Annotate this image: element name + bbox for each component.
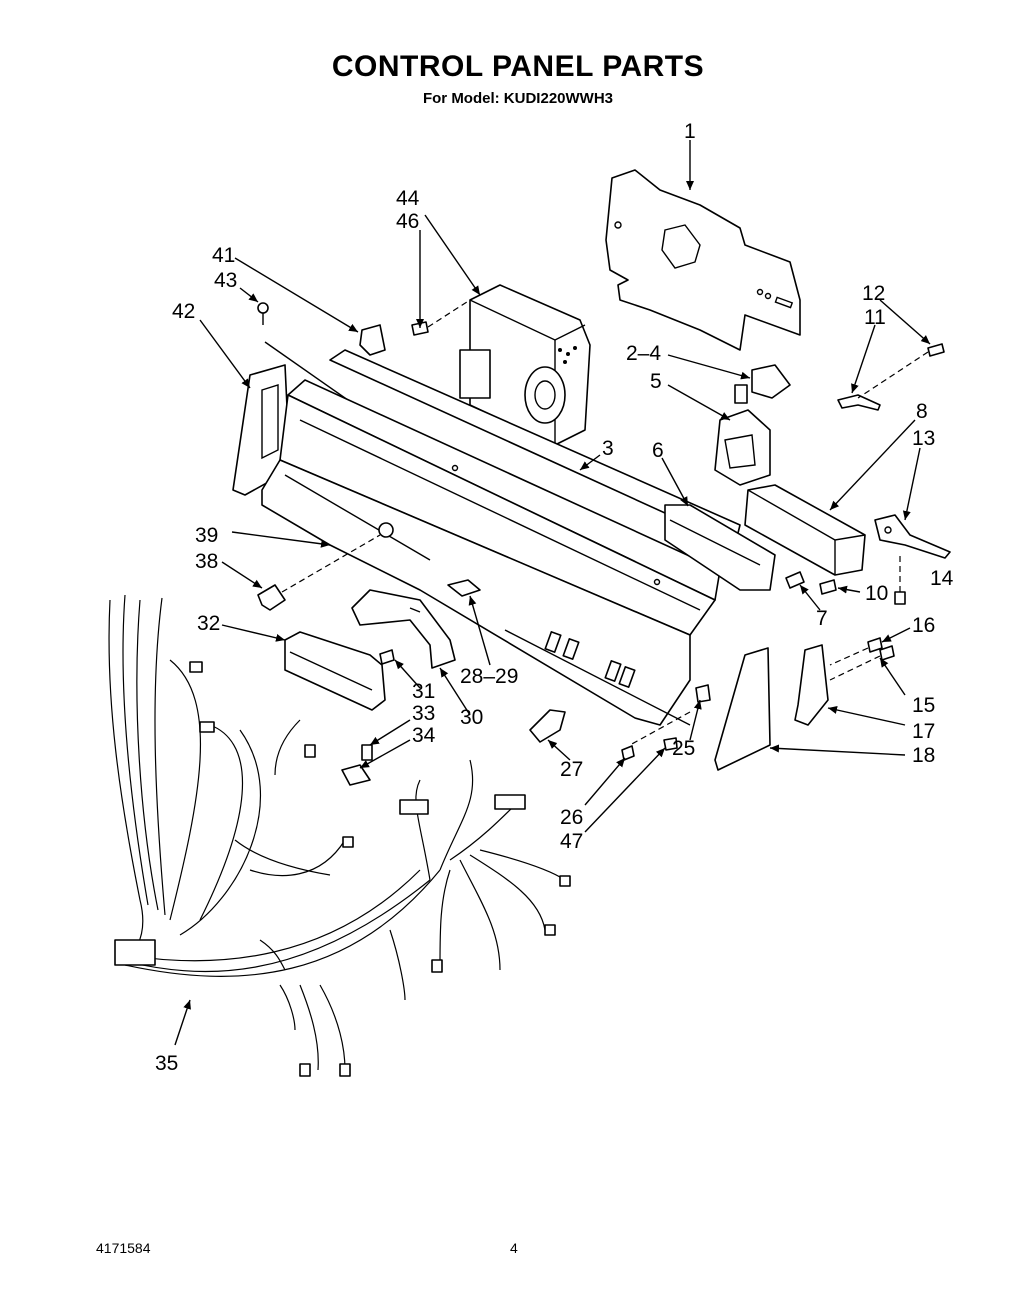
label-17: 17 <box>912 720 935 743</box>
part-31-screw <box>379 649 395 665</box>
label-42: 42 <box>172 300 195 323</box>
label-27: 27 <box>560 758 583 781</box>
part-43-screw <box>257 302 356 406</box>
label-14: 14 <box>930 567 954 590</box>
part-13-lever <box>874 514 951 559</box>
label-7: 7 <box>816 607 828 630</box>
label-13: 13 <box>912 427 935 450</box>
label-41: 41 <box>212 244 235 267</box>
label-16: 16 <box>912 614 935 637</box>
label-25: 25 <box>672 737 695 760</box>
label-47: 47 <box>560 830 583 853</box>
label-15: 15 <box>912 694 935 717</box>
label-6: 6 <box>652 439 664 462</box>
label-33: 33 <box>412 702 435 725</box>
label-32: 32 <box>197 612 220 635</box>
label-43: 43 <box>214 269 237 292</box>
label-8: 8 <box>916 400 928 423</box>
document-number: 4171584 <box>96 1240 151 1256</box>
label-39: 39 <box>195 524 218 547</box>
model-subtitle: For Model: KUDI220WWH3 <box>422 90 613 107</box>
part-5-switch-cover <box>714 384 771 486</box>
label-38: 38 <box>195 550 218 573</box>
part-27-button <box>529 709 566 743</box>
part-16-screw <box>829 637 883 666</box>
part-47-nut <box>663 737 678 751</box>
label-1: 1 <box>684 120 696 143</box>
part-33-screw <box>361 744 373 761</box>
label-2-4: 2–4 <box>626 342 661 365</box>
label-3: 3 <box>602 437 614 460</box>
label-31: 31 <box>412 680 435 703</box>
label-11: 11 <box>864 306 886 329</box>
label-26: 26 <box>560 806 583 829</box>
part-25-clip <box>629 684 711 746</box>
part-1-back-plate <box>605 169 801 351</box>
label-44: 44 <box>396 187 420 210</box>
part-3-console-panel <box>261 349 741 726</box>
part-17-bracket <box>794 644 829 726</box>
part-7-screw <box>785 571 805 589</box>
part-2-4-switch <box>751 364 791 399</box>
part-10-screw <box>819 579 837 595</box>
part-12-screw <box>857 343 945 399</box>
part-35-wire-harness <box>108 594 571 1077</box>
part-38-knob <box>257 534 381 611</box>
label-30: 30 <box>460 706 483 729</box>
part-6-bracket <box>664 504 776 591</box>
part-26-screw <box>621 745 635 761</box>
part-41-bracket <box>359 324 386 356</box>
callout-labels: 1 44 46 41 43 42 12 11 2–4 5 3 6 8 13 39… <box>155 120 954 1075</box>
label-12: 12 <box>862 282 885 305</box>
part-8-housing <box>744 484 866 576</box>
label-46: 46 <box>396 210 419 233</box>
part-34-clip <box>341 764 371 786</box>
part-15-screw <box>829 645 895 681</box>
label-10: 10 <box>865 582 888 605</box>
part-18-right-end-cap <box>714 647 771 771</box>
page-title: CONTROL PANEL PARTS <box>331 50 705 83</box>
part-14-screw <box>894 555 906 605</box>
label-18: 18 <box>912 744 935 767</box>
part-32-display-lens <box>284 631 386 711</box>
label-28-29: 28–29 <box>460 665 518 688</box>
page-number: 4 <box>510 1240 518 1256</box>
label-34: 34 <box>412 724 436 747</box>
part-28-29-clip <box>447 579 481 597</box>
part-11-clip <box>837 394 881 411</box>
label-35: 35 <box>155 1052 178 1075</box>
leader-lines <box>174 140 931 1046</box>
part-30-bracket <box>351 589 456 669</box>
label-5: 5 <box>650 370 662 393</box>
